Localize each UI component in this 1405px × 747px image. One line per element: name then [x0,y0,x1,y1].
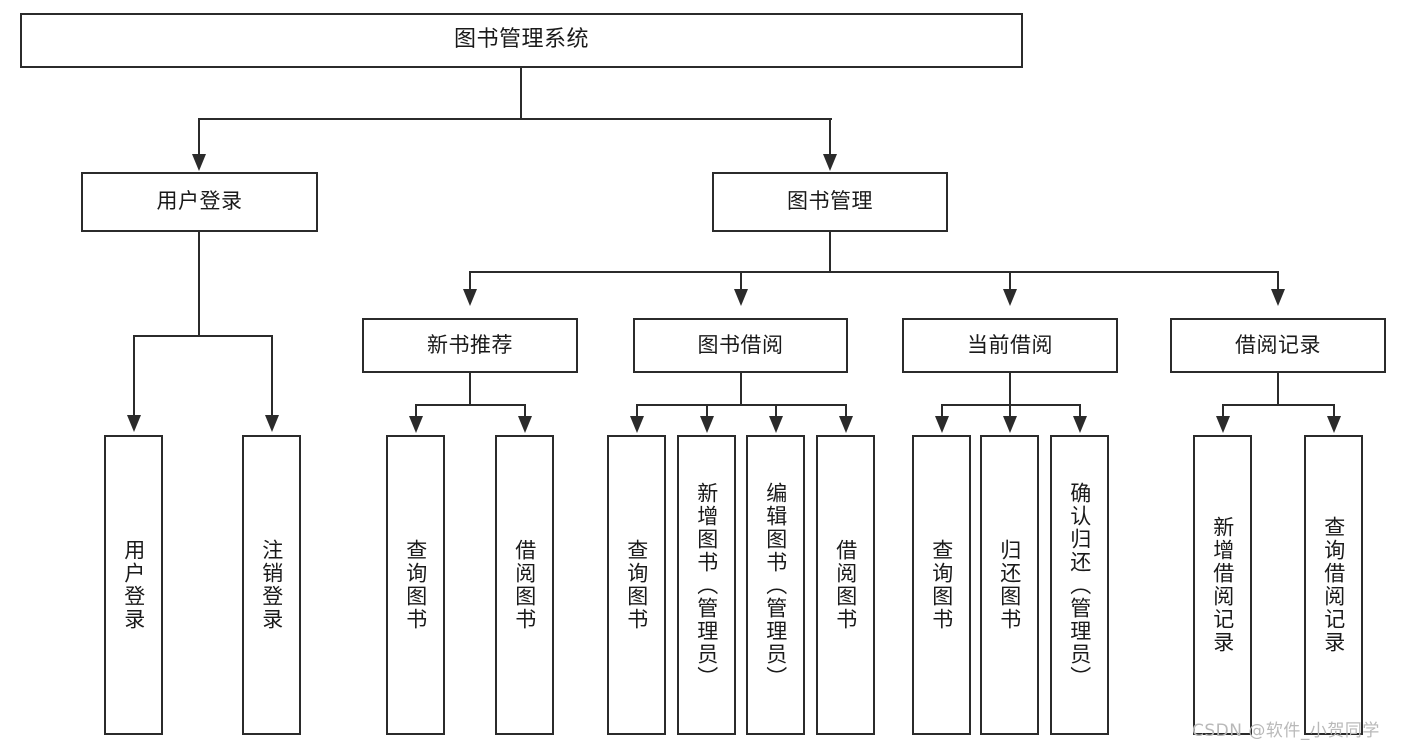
connector-borrow-record-stem [1277,373,1279,405]
node-label: 查询图书 [929,539,954,631]
node-label: 注销登录 [259,539,284,631]
node-root-book-management-system[interactable]: 图书管理系统 [20,13,1023,68]
connector-drop-user-login [198,118,200,156]
connector-borrow-record-bus [1222,404,1334,406]
leaf-nbr-borrow-books[interactable]: 借阅图书 [495,435,554,735]
node-label: 查询借阅记录 [1321,516,1346,654]
connector-drop-cb-leaf-1 [941,404,943,418]
connector-drop-nbr-leaf-1 [415,404,417,418]
connector-root-stem [520,68,522,118]
leaf-bb-borrow-books[interactable]: 借阅图书 [816,435,875,735]
connector-drop-bb-leaf-1 [636,404,638,418]
node-label: 用户登录 [156,189,243,214]
connector-drop-new-book [469,271,471,291]
node-label: 借阅记录 [1235,332,1321,357]
connector-new-book-bus [415,404,525,406]
arrow-cb-leaf-3 [1073,416,1087,433]
node-label: 新书推荐 [427,332,513,357]
node-current-borrow[interactable]: 当前借阅 [902,318,1118,373]
node-borrow-record[interactable]: 借阅记录 [1170,318,1386,373]
leaf-bb-edit-book-admin[interactable]: 编辑图书（管理员） [746,435,805,735]
arrow-nbr-leaf-2 [518,416,532,433]
node-new-book-recommend[interactable]: 新书推荐 [362,318,578,373]
connector-drop-current-borrow [1009,271,1011,291]
connector-drop-br-leaf-1 [1222,404,1224,418]
node-label: 图书管理 [787,189,873,214]
node-label: 新增借阅记录 [1210,516,1235,654]
connector-drop-leaf-user-login [133,335,135,417]
connector-drop-borrow-record [1277,271,1279,291]
arrow-book-borrow [734,289,748,306]
arrow-cb-leaf-1 [935,416,949,433]
arrow-current-borrow [1003,289,1017,306]
connector-book-management-stem [829,232,831,272]
connector-current-borrow-stem [1009,373,1011,405]
node-label: 查询图书 [624,539,649,631]
arrow-user-login [192,154,206,171]
arrow-br-leaf-1 [1216,416,1230,433]
arrow-bb-leaf-3 [769,416,783,433]
leaf-logout[interactable]: 注销登录 [242,435,301,735]
node-label: 当前借阅 [967,332,1053,357]
arrow-borrow-record [1271,289,1285,306]
arrow-book-management [823,154,837,171]
node-label: 查询图书 [403,539,428,631]
node-label: 用户登录 [121,539,146,631]
connector-drop-br-leaf-2 [1333,404,1335,418]
arrow-new-book-recommend [463,289,477,306]
csdn-watermark: CSDN @软件_小贺同学 [1192,721,1380,741]
arrow-bb-leaf-1 [630,416,644,433]
node-label: 归还图书 [997,539,1022,631]
connector-drop-cb-leaf-2 [1009,404,1011,418]
node-label: 新增图书（管理员） [694,481,719,689]
node-label: 编辑图书（管理员） [763,481,788,689]
node-label: 借阅图书 [512,539,537,631]
connector-drop-bb-leaf-4 [845,404,847,418]
connector-drop-leaf-logout [271,335,273,417]
leaf-cb-confirm-return-admin[interactable]: 确认归还（管理员） [1050,435,1109,735]
leaf-nbr-query-books[interactable]: 查询图书 [386,435,445,735]
connector-drop-nbr-leaf-2 [524,404,526,418]
node-label: 借阅图书 [833,539,858,631]
arrow-leaf-user-login [127,415,141,432]
node-label: 确认归还（管理员） [1067,481,1092,689]
arrow-br-leaf-2 [1327,416,1341,433]
leaf-br-add-record[interactable]: 新增借阅记录 [1193,435,1252,735]
arrow-bb-leaf-2 [700,416,714,433]
node-book-management[interactable]: 图书管理 [712,172,948,232]
arrow-cb-leaf-2 [1003,416,1017,433]
connector-book-borrow-stem [740,373,742,405]
connector-root-bus [198,118,832,120]
leaf-cb-query-books[interactable]: 查询图书 [912,435,971,735]
node-user-login[interactable]: 用户登录 [81,172,318,232]
node-label: 图书管理系统 [453,27,589,53]
connector-drop-book-management [829,118,831,156]
arrow-bb-leaf-4 [839,416,853,433]
connector-drop-book-borrow [740,271,742,291]
leaf-cb-return-books[interactable]: 归还图书 [980,435,1039,735]
leaf-user-login[interactable]: 用户登录 [104,435,163,735]
connector-drop-bb-leaf-2 [706,404,708,418]
leaf-br-query-record[interactable]: 查询借阅记录 [1304,435,1363,735]
leaf-bb-query-books[interactable]: 查询图书 [607,435,666,735]
connector-drop-cb-leaf-3 [1079,404,1081,418]
connector-book-management-bus [469,271,1278,273]
node-book-borrow[interactable]: 图书借阅 [633,318,848,373]
connector-book-borrow-bus [636,404,847,406]
arrow-nbr-leaf-1 [409,416,423,433]
connector-user-login-stem [198,232,200,335]
connector-user-login-bus [133,335,273,337]
node-label: 图书借阅 [697,332,784,357]
connector-new-book-stem [469,373,471,405]
connector-drop-bb-leaf-3 [775,404,777,418]
arrow-leaf-logout [265,415,279,432]
leaf-bb-add-book-admin[interactable]: 新增图书（管理员） [677,435,736,735]
